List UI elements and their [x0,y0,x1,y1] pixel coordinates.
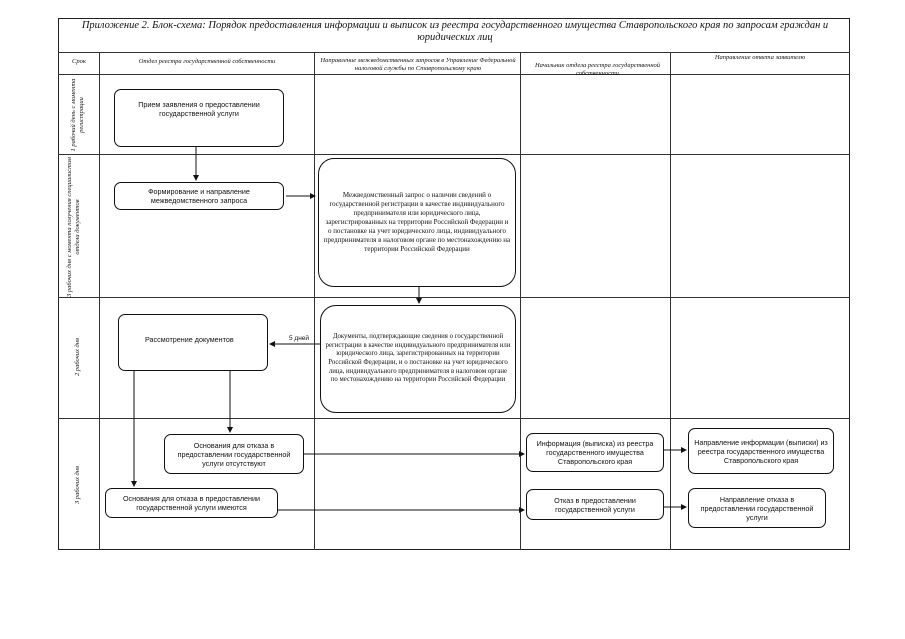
header-divider [58,52,850,53]
column-header-term: Срок [72,58,86,65]
page-title: Приложение 2. Блок-схема: Порядок предос… [81,20,829,43]
five-days-label: 5 дней [289,335,310,342]
column-header-tax-requests: Направление межведомственных запросов в … [320,57,516,72]
column-divider-4 [670,52,671,550]
form-request-box: Формирование и направление межведомствен… [114,182,284,210]
column-header-dept-head: Начальник отдела реестра государственной… [534,62,661,77]
send-refusal-box: Направление отказа в предоставлении госу… [688,488,826,528]
column-divider-3 [520,52,521,550]
grounds-exist-box: Основания для отказа в предоставлении го… [105,488,278,518]
send-info-box: Направление информации (выписки) из реес… [688,428,834,474]
column-header-divider [58,74,850,75]
column-divider-2 [314,52,315,550]
row-divider-1 [58,154,850,155]
documents-box: Документы, подтверждающие сведения о гос… [320,305,516,413]
column-divider-1 [99,52,100,550]
info-extract-box: Информация (выписка) из реестра государс… [526,433,664,472]
column-header-response: Направление ответа заявителю [714,54,806,61]
flowchart-frame [58,18,850,550]
row-divider-3 [58,418,850,419]
receive-application-box: Прием заявления о предоставлении государ… [114,89,284,147]
review-documents-box: Рассмотрение документов [118,314,268,371]
interagency-request-box: Межведомственный запрос о наличии сведен… [318,158,516,287]
column-header-registry-dept: Отдел реестра государственной собственно… [138,58,276,65]
no-grounds-box: Основания для отказа в предоставлении го… [164,434,304,474]
row-divider-2 [58,297,850,298]
refusal-box: Отказ в предоставлении государственной у… [526,489,664,520]
